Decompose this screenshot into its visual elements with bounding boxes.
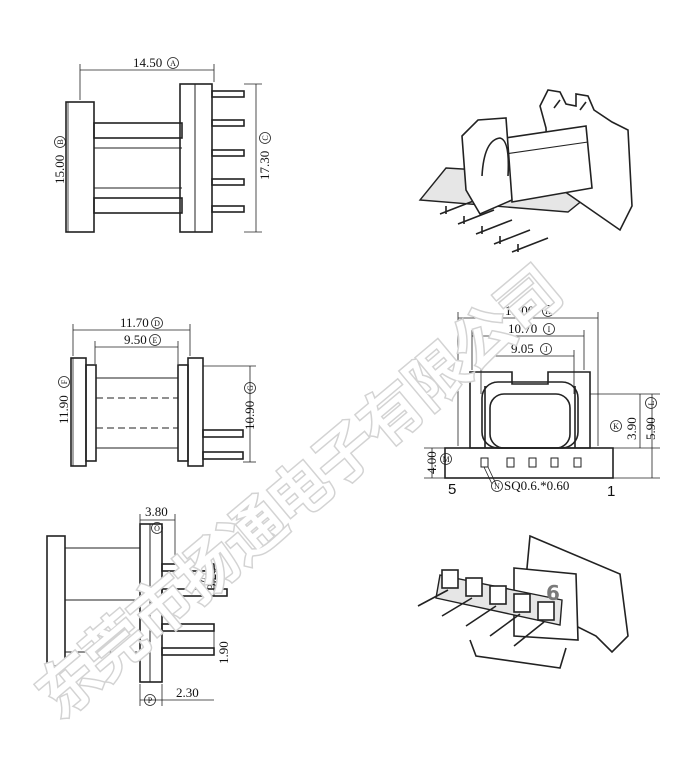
mark-i: I [548,325,551,334]
left-step [85,364,97,462]
top-left-view: 14.50 A 15.00 B 17.30 C [52,55,272,233]
mark-c: C [261,135,270,140]
mark-n: N [494,482,500,491]
dim-pitch-value: 1.90 [216,641,231,664]
right-flange [187,357,204,467]
pin-4 [211,178,245,186]
dim-m-value: 4.00 [424,451,439,474]
body-outline [469,371,591,449]
mid-right-view: 15.00 H 10.70 I 9.05 J K 3.90 5.90 L [424,303,660,500]
pin-hole-2 [550,457,559,468]
winding-core [504,125,593,203]
pin-post-1 [441,569,459,589]
mark-d: D [154,319,160,328]
winding-bar-bottom [93,197,183,214]
pin-3 [161,623,215,632]
mark-m: M [442,455,449,464]
winding-bar-top [93,122,183,139]
right-flange [139,523,163,683]
mark-e: E [153,336,158,345]
pin-number-1: 1 [607,483,615,500]
pin-2 [211,119,245,127]
dim-d-value: 11.70 [120,315,149,330]
pin-3 [211,149,245,157]
dim-c-value: 17.30 [257,151,272,180]
pin-5 [211,205,245,213]
mark-b: B [56,139,65,144]
dim-k-value: 3.90 [624,417,639,440]
right-flange [179,83,213,233]
mark-q: Q [201,572,207,581]
pin-post-4 [513,593,531,613]
mark-l: L [647,400,656,405]
left-flange [46,535,66,667]
dim-g-value: 10.90 [242,401,257,430]
mark-f: F [60,379,69,384]
mark-h: H [545,307,551,316]
bottom-left-view: 3.80 O 3.20 Q 1.90 P 2.30 [46,504,231,706]
dim-l-value: 5.90 [643,417,658,440]
pin-post-5 [537,601,555,621]
right-step [177,364,189,462]
isometric-bottom-view: 6 [417,534,629,669]
pin-post-2 [465,577,483,597]
dim-a-value: 14.50 [133,55,162,70]
dim-o-value: 3.80 [145,504,168,519]
watermark: 东莞市扬通电子有限公司 [23,252,577,733]
mark-g: G [246,385,255,391]
pin-number-5: 5 [448,481,456,498]
pin-upper [202,429,244,438]
mark-j: J [544,345,547,354]
pin-2 [161,588,228,597]
pin-1 [211,90,245,98]
badge-number: 6 [546,581,560,605]
pin-hole-3 [528,457,537,468]
isometric-top-view [418,89,633,253]
dim-b-value: 15.00 [52,155,67,184]
pin-hole-4 [506,457,515,468]
dim-p-value: 2.30 [176,685,199,700]
pin-4 [161,647,215,656]
window-outline [489,393,571,449]
mark-p: P [148,696,153,705]
pins [439,199,549,253]
mid-left-view: 11.70 D 9.50 E 11.90 F 10.90 G [56,315,257,467]
left-flange [65,101,95,233]
mark-a: A [170,59,176,68]
dim-h-value: 15.00 [505,303,534,318]
front-flange [461,117,513,216]
pin-1 [161,563,215,572]
pin-post-3 [489,585,507,605]
pin-lower [202,451,244,460]
mark-k: K [613,422,619,431]
dim-i-value: 10.70 [508,321,537,336]
dim-j-value: 9.05 [511,341,534,356]
dim-f-value: 11.90 [56,395,71,424]
dim-q-value: 3.20 [204,567,219,590]
mark-o: O [154,524,160,533]
pins [417,589,545,647]
dim-e-value: 9.50 [124,332,147,347]
pin-hole-5 [480,457,489,468]
pin-hole-1 [573,457,582,468]
watermark-text: 东莞市扬通电子有限公司 [25,254,576,732]
base-plate [444,447,614,479]
pin-spec-value: SQ0.6.*0.60 [504,478,569,493]
body-inner [481,381,579,449]
